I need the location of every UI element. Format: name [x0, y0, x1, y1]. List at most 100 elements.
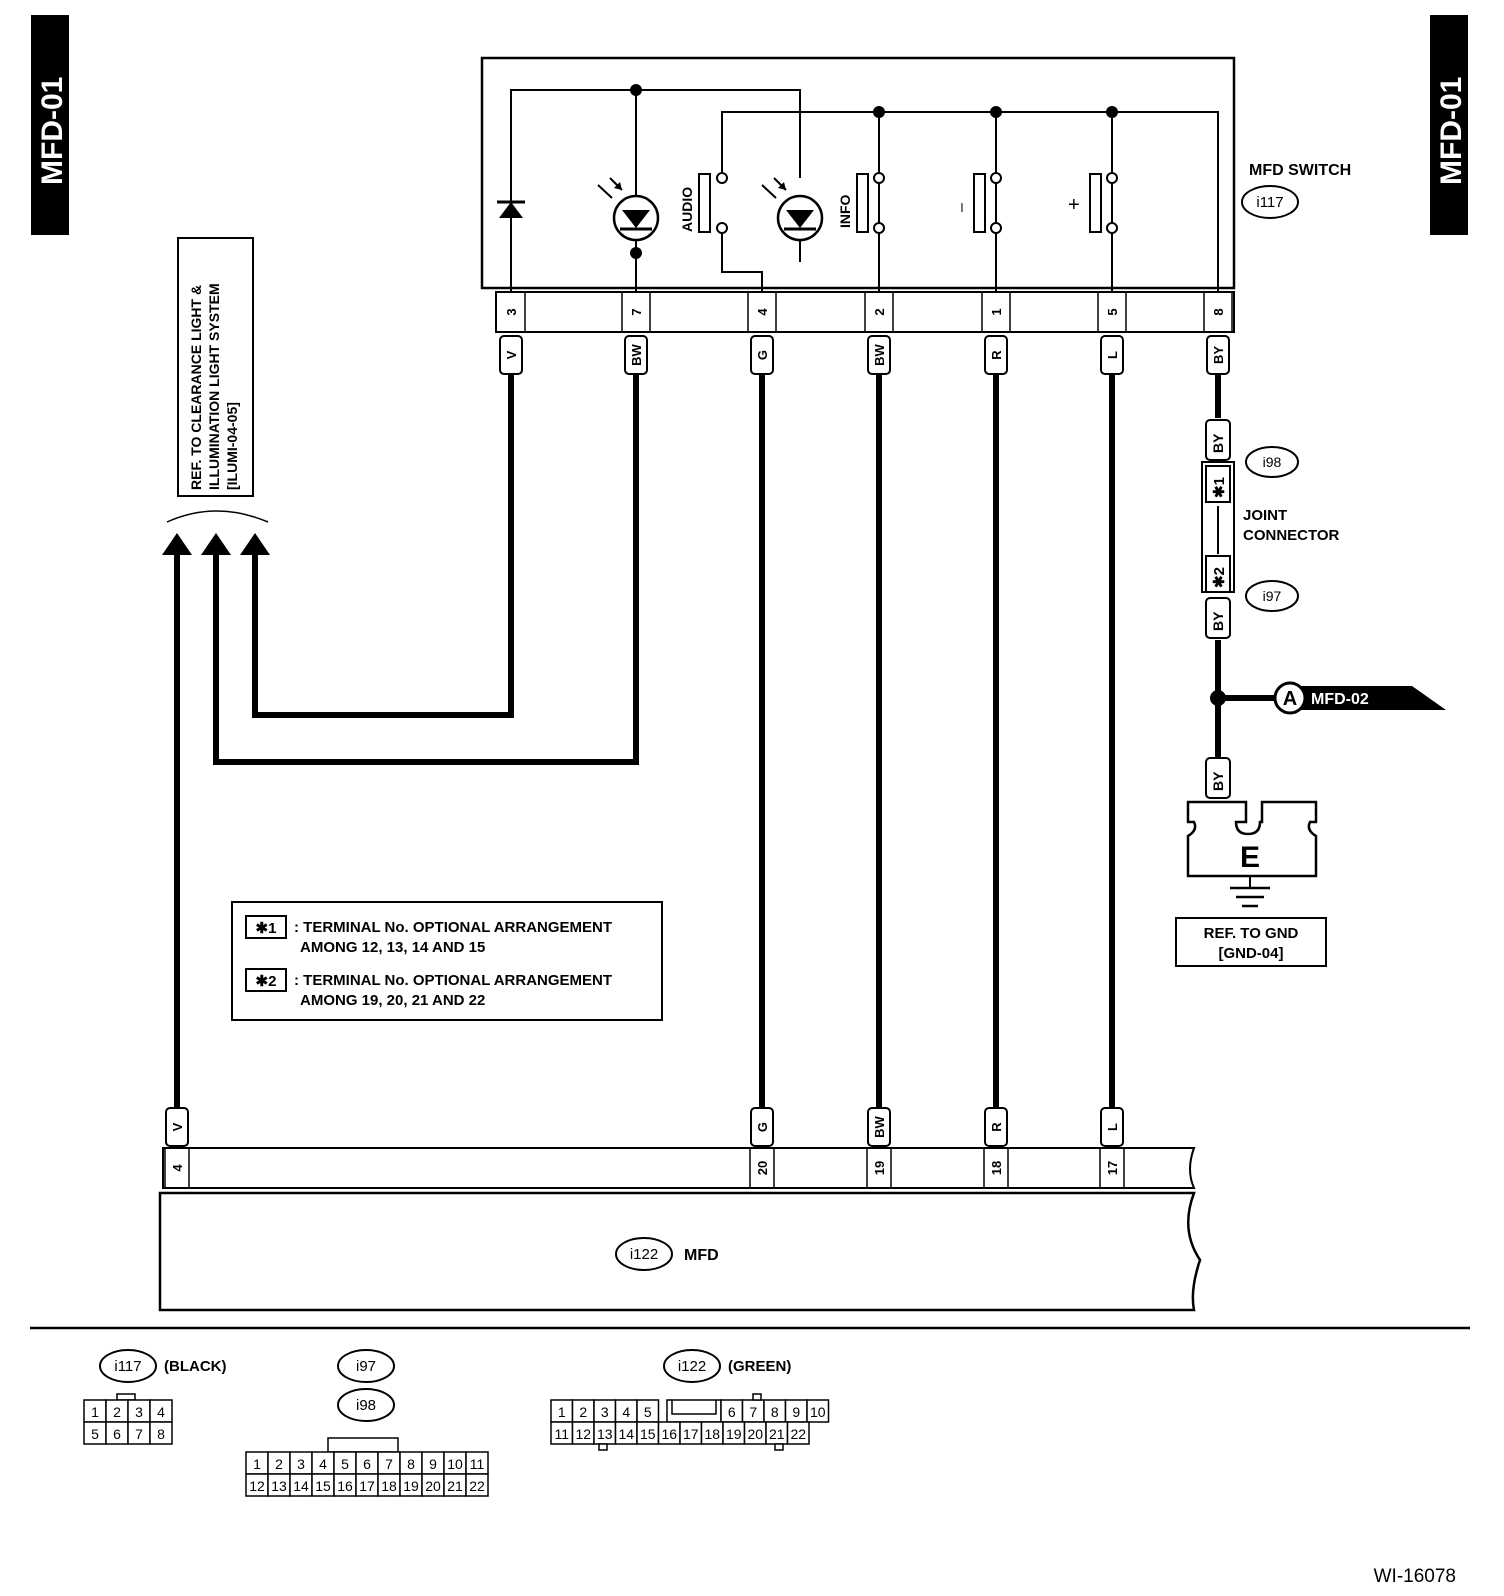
switch-wire-tag [750, 335, 774, 375]
mfd-pin-label: 19 [872, 1161, 887, 1175]
legend-i97-cell: 21 [447, 1478, 463, 1494]
notes-box: ✱1 : TERMINAL No. OPTIONAL ARRANGEMENT A… [231, 901, 663, 1021]
mfd-wire-color: R [989, 1122, 1004, 1132]
legend-i122-cell: 9 [792, 1404, 800, 1420]
audio-switch-icon [698, 172, 728, 234]
minus-label: – [953, 203, 970, 212]
switch-wire-tag [499, 335, 523, 375]
ground-wire: BY [1210, 771, 1226, 791]
legend-i117-cell: 5 [91, 1426, 99, 1442]
switch-wire-color: BW [872, 343, 887, 365]
switch-wire-color: V [504, 350, 519, 359]
legend-i122-cell: 21 [769, 1426, 785, 1442]
legend-i117-cell: 7 [135, 1426, 143, 1442]
plus-label: + [1068, 194, 1080, 216]
connector-bubble-i117: i117 [1241, 185, 1299, 219]
switch-wire-color: BY [1211, 346, 1226, 364]
switch-wire-tag [624, 335, 648, 375]
mfd-wire-color: L [1105, 1123, 1120, 1131]
ground-ref-2: [GND-04] [1218, 945, 1283, 962]
legend-i122-cell: 8 [771, 1404, 779, 1420]
legend-i97-cell: 14 [293, 1478, 309, 1494]
legend-i97-cell: 2 [275, 1456, 283, 1472]
legend-i122-cell: 14 [618, 1426, 634, 1442]
figure-code: WI-16078 [1374, 1566, 1456, 1587]
connector-id-i98: i98 [1263, 454, 1282, 470]
legend-i122-id: i122 [678, 1358, 706, 1375]
note1-mark: ✱1 [256, 920, 277, 937]
legend-i122-cell: 15 [640, 1426, 656, 1442]
switch-wire-tag [1100, 335, 1124, 375]
switch-pin-label: 7 [629, 308, 644, 315]
legend-i97-cell: 4 [319, 1456, 327, 1472]
legend-i122-cell: 10 [810, 1404, 826, 1420]
mfd-title: MFD [684, 1247, 719, 1264]
joint-star1: ✱1 [1211, 477, 1228, 498]
ground-letter: E [1240, 841, 1260, 874]
mfd-wire-tag [165, 1107, 189, 1147]
legend-i97-cell: 15 [315, 1478, 331, 1494]
switch-pin-label: 8 [1211, 308, 1226, 315]
offpage-letter: A [1283, 688, 1297, 710]
legend-i97-cell: 11 [470, 1456, 485, 1472]
ground: BY E REF. TO GND [GND-04] [1175, 757, 1327, 967]
legend-i97-cell: 9 [429, 1456, 437, 1472]
note1-line1: : TERMINAL No. OPTIONAL ARRANGEMENT [294, 919, 612, 936]
legend-i122-cell: 3 [601, 1404, 609, 1420]
ground-ref-1: REF. TO GND [1204, 925, 1299, 942]
mfd-wire-tag [867, 1107, 891, 1147]
mfd-wire-color: BW [872, 1115, 887, 1137]
joint-label-1: JOINT [1243, 507, 1287, 524]
legend-i122-cell: 6 [728, 1404, 736, 1420]
mfd-pin-label: 4 [170, 1164, 185, 1172]
offpage-label: MFD-02 [1311, 691, 1369, 708]
joint-connector: BY ✱1 ✱2 BY i98 i97 JOINT CONNECTOR [1201, 419, 1340, 639]
legend-i122-cell: 17 [683, 1426, 699, 1442]
connector-id-i97: i97 [1263, 588, 1282, 604]
legend-i97-cell: 10 [447, 1456, 463, 1472]
legend-i117-cell: 6 [113, 1426, 121, 1442]
legend-i98-id: i98 [356, 1397, 376, 1414]
minus-switch-icon [973, 172, 1002, 234]
legend-i97-cell: 8 [407, 1456, 415, 1472]
ref-clearance-line2: ILLUMINATION LIGHT SYSTEM [206, 283, 222, 490]
legend-i97-cell: 12 [249, 1478, 265, 1494]
legend-i117-cell: 2 [113, 1404, 121, 1420]
legend-i122-cell: 12 [575, 1426, 591, 1442]
legend-i117-cell: 3 [135, 1404, 143, 1420]
mfd-pin-label: 18 [989, 1161, 1004, 1175]
legend-i97-cell: 5 [341, 1456, 349, 1472]
switch-wire-color: R [989, 350, 1004, 360]
page-tag-right-text: MFD-01 [1435, 77, 1468, 185]
note2-mark: ✱2 [256, 973, 277, 990]
led-icon-left [597, 177, 660, 242]
joint-wire-bottom: BY [1210, 611, 1226, 631]
switch-wire-color: G [755, 350, 770, 360]
legend-i122-cell: 4 [622, 1404, 630, 1420]
legend-i97-cell: 1 [253, 1456, 261, 1472]
legend-i122-cell: 7 [749, 1404, 757, 1420]
switch-wire-tag [867, 335, 891, 375]
legend-i122-cell: 2 [579, 1404, 587, 1420]
ref-clearance-line3: [ILUMI-04-05] [224, 402, 240, 490]
ref-clearance-box: REF. TO CLEARANCE LIGHT & ILLUMINATION L… [177, 237, 254, 497]
diode-icon [497, 200, 525, 218]
legend-i97-cell: 22 [469, 1478, 485, 1494]
switch-pin-label: 2 [872, 308, 887, 315]
switch-wire-color: L [1105, 351, 1120, 359]
switch-wire-tag [984, 335, 1008, 375]
mfd-wire-tag [1100, 1107, 1124, 1147]
legend-i97-cell: 16 [337, 1478, 353, 1494]
legend-i97-cell: 17 [359, 1478, 375, 1494]
legend-i97-cell: 20 [425, 1478, 441, 1494]
legend-i122-cell: 16 [661, 1426, 677, 1442]
switch-pin-label: 3 [504, 308, 519, 315]
legend-i97-cell: 18 [381, 1478, 397, 1494]
legend-i97-cell: 13 [271, 1478, 287, 1494]
harness-wires [174, 375, 1280, 1108]
